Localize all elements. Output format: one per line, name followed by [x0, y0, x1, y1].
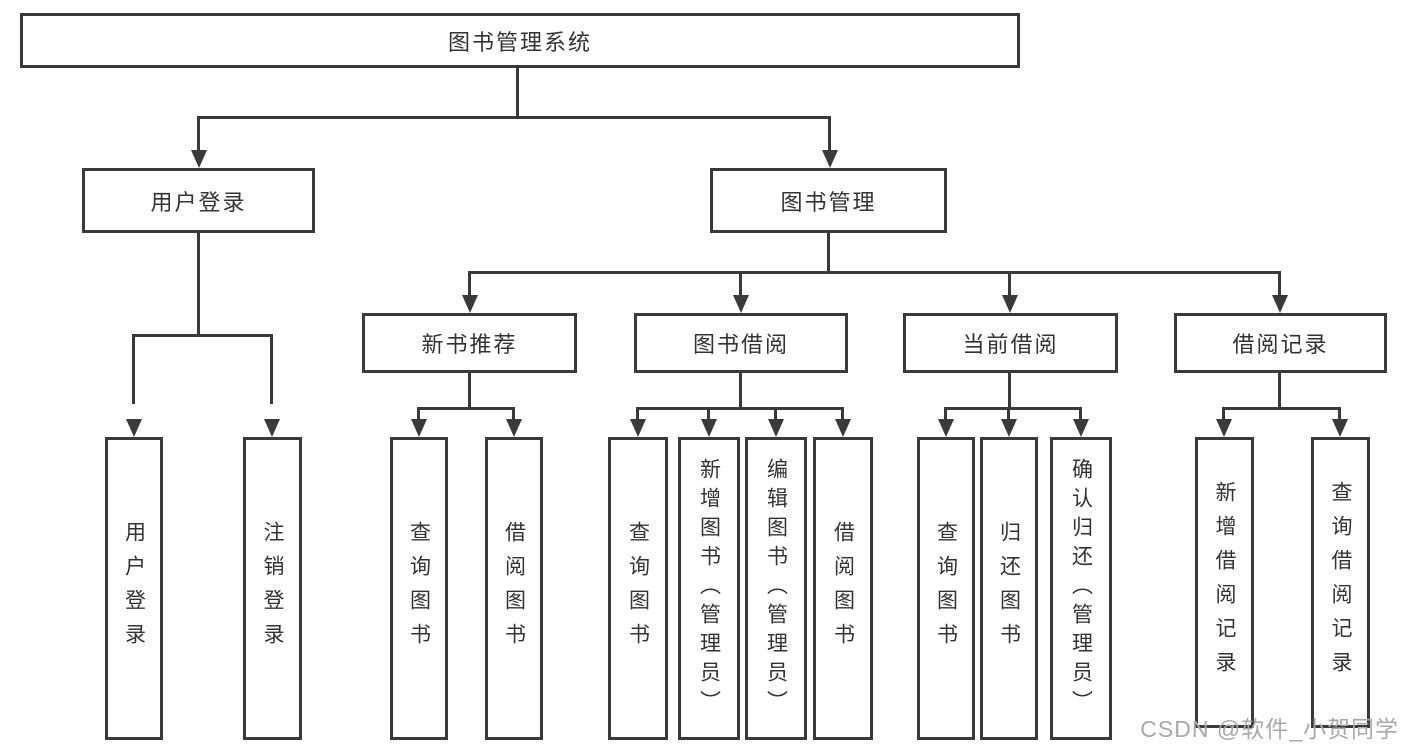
- connector-line: [516, 66, 519, 118]
- leaf-add-borrow-record: 新增借阅记录: [1195, 437, 1254, 728]
- leaf-label: 注销登录: [261, 520, 284, 657]
- connector-line: [636, 407, 639, 421]
- connector-line: [739, 271, 742, 299]
- connector-line: [1338, 407, 1341, 421]
- arrow-down-icon: [1002, 295, 1018, 313]
- connector-line: [468, 271, 1281, 274]
- node-user-login: 用户登录: [82, 168, 315, 233]
- arrow-down-icon: [411, 419, 427, 437]
- node-label: 新书推荐: [421, 332, 518, 357]
- arrow-down-icon: [822, 150, 838, 168]
- connector-line: [636, 407, 844, 410]
- leaf-label: 借阅图书: [502, 520, 526, 657]
- connector-line: [774, 407, 777, 421]
- connector-line: [841, 407, 844, 421]
- leaf-label: 确认归还（管理员）: [1069, 458, 1093, 719]
- leaf-label: 查询图书: [407, 520, 431, 657]
- connector-line: [1007, 407, 1010, 421]
- arrow-down-icon: [701, 419, 717, 437]
- leaf-query-books-borrow: 查询图书: [608, 437, 668, 740]
- arrow-down-icon: [264, 419, 280, 437]
- arrow-down-icon: [1001, 419, 1017, 437]
- leaf-label: 归还图书: [997, 520, 1021, 657]
- arrow-down-icon: [126, 419, 142, 437]
- arrow-down-icon: [938, 419, 954, 437]
- connector-line: [132, 334, 135, 404]
- leaf-borrow-books: 借阅图书: [813, 437, 873, 740]
- connector-line: [1222, 407, 1225, 421]
- connector-line: [707, 407, 710, 421]
- arrow-down-icon: [1073, 419, 1089, 437]
- connector-line: [1008, 271, 1011, 299]
- connector-line: [417, 407, 515, 410]
- leaf-edit-books-admin: 编辑图书（管理员）: [745, 437, 807, 740]
- connector-line: [1079, 407, 1082, 421]
- connector-line: [944, 407, 947, 421]
- connector-line: [1008, 373, 1011, 409]
- node-label: 当前借阅: [962, 332, 1059, 357]
- connector-line: [468, 271, 471, 299]
- node-label: 借阅记录: [1232, 332, 1329, 357]
- node-label: 用户登录: [150, 189, 247, 215]
- connector-line: [468, 373, 471, 409]
- arrow-down-icon: [1332, 419, 1348, 437]
- leaf-label: 新增图书（管理员）: [697, 458, 721, 719]
- arrow-down-icon: [835, 419, 851, 437]
- leaf-label: 编辑图书（管理员）: [764, 458, 788, 719]
- connector-line: [1222, 407, 1341, 410]
- arrow-down-icon: [462, 295, 478, 313]
- arrow-down-icon: [1272, 295, 1288, 313]
- leaf-label: 新增借阅记录: [1213, 480, 1236, 685]
- node-label: 图书管理: [780, 189, 877, 215]
- connector-line: [512, 407, 515, 421]
- leaf-query-books-current: 查询图书: [917, 437, 975, 740]
- leaf-query-books-recommend: 查询图书: [390, 437, 448, 740]
- leaf-return-books: 归还图书: [980, 437, 1038, 740]
- node-borrowing-records: 借阅记录: [1174, 313, 1387, 373]
- leaf-label: 查询借阅记录: [1329, 480, 1352, 685]
- leaf-label: 查询图书: [934, 520, 958, 657]
- node-label: 图书管理系统: [447, 29, 592, 55]
- arrow-down-icon: [191, 150, 207, 168]
- node-book-management: 图书管理: [710, 168, 947, 233]
- connector-line: [132, 334, 273, 337]
- connector-line: [944, 407, 1082, 410]
- connector-line: [197, 116, 200, 154]
- connector-line: [828, 116, 831, 154]
- leaf-add-books-admin: 新增图书（管理员）: [678, 437, 740, 740]
- connector-line: [417, 407, 420, 421]
- connector-line: [197, 233, 200, 336]
- connector-line: [1278, 373, 1281, 409]
- node-label: 图书借阅: [692, 332, 789, 357]
- leaf-label: 查询图书: [626, 520, 650, 657]
- node-book-borrowing: 图书借阅: [634, 313, 848, 373]
- leaf-borrow-books-recommend: 借阅图书: [485, 437, 543, 740]
- arrow-down-icon: [768, 419, 784, 437]
- leaf-confirm-return-admin: 确认归还（管理员）: [1050, 437, 1112, 740]
- leaf-query-borrow-record: 查询借阅记录: [1311, 437, 1370, 728]
- arrow-down-icon: [506, 419, 522, 437]
- leaf-logout: 注销登录: [243, 437, 302, 740]
- leaf-label: 用户登录: [122, 520, 146, 657]
- leaf-label: 借阅图书: [831, 520, 855, 657]
- arrow-down-icon: [733, 295, 749, 313]
- leaf-user-login: 用户登录: [105, 437, 163, 740]
- node-library-management-system: 图书管理系统: [20, 13, 1020, 68]
- connector-line: [197, 116, 831, 119]
- arrow-down-icon: [630, 419, 646, 437]
- node-current-borrowing: 当前借阅: [903, 313, 1118, 373]
- connector-line: [739, 373, 742, 409]
- connector-line: [270, 334, 273, 404]
- node-new-book-recommend: 新书推荐: [362, 313, 577, 373]
- connector-line: [827, 233, 830, 274]
- csdn-watermark: CSDN @软件_小贺同学: [1140, 716, 1399, 742]
- arrow-down-icon: [1216, 419, 1232, 437]
- connector-line: [1278, 271, 1281, 299]
